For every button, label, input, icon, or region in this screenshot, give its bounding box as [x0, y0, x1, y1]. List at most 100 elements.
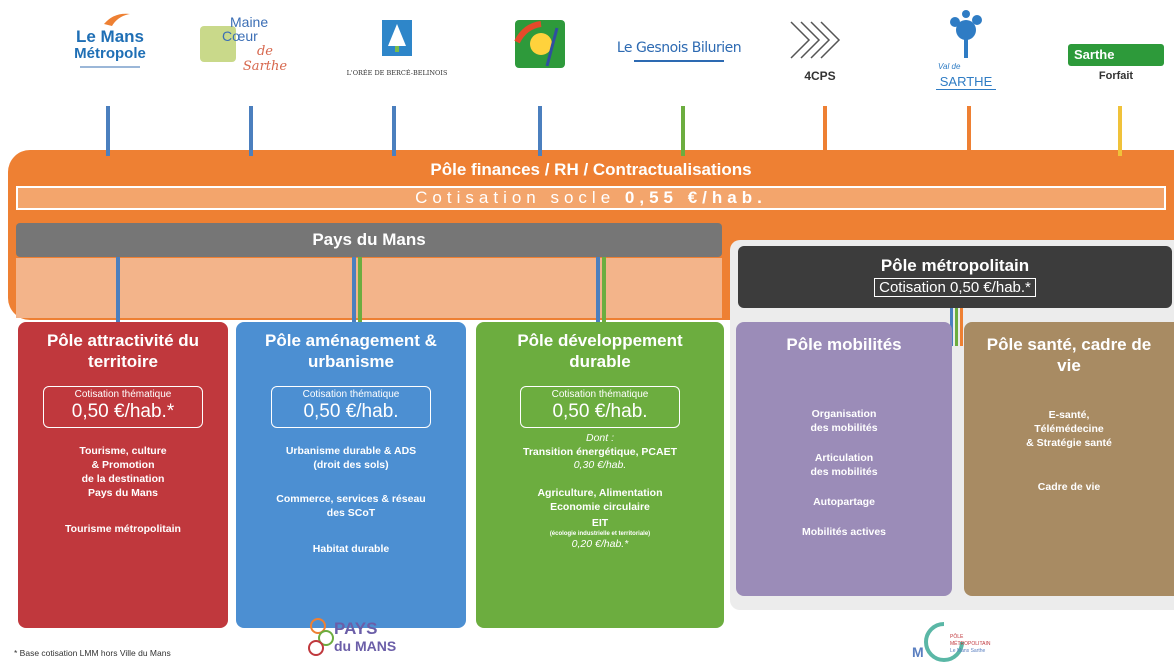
attractivite-items: Tourisme, culture & Promotion de la dest…	[18, 444, 228, 500]
mobilites-item-2a: Articulation	[814, 452, 874, 464]
attractivite-item-4: Pays du Mans	[87, 487, 159, 499]
chevrons-icon	[790, 21, 841, 59]
cotisation-socle-bar: Cotisation socle 0,55 €/hab.	[16, 186, 1166, 210]
sarthe-badge: Sarthe	[1068, 44, 1164, 66]
sarthe-text: SARTHE	[936, 74, 996, 90]
coeur-text: Cœur	[222, 28, 258, 44]
pm-logo-text-1: PÔLE	[950, 634, 964, 640]
developpement-item-2a: Agriculture, Alimentation	[537, 487, 663, 499]
pm-logo-text-3: Le Mans Sarthe	[950, 648, 986, 654]
amenagement-cotisation-box: Cotisation thématique 0,50 €/hab.	[271, 386, 431, 428]
developpement-cotisation-value: 0,50 €/hab.	[552, 401, 648, 422]
mobilites-item-1a: Organisation	[811, 408, 877, 420]
connector-4cps	[823, 106, 827, 156]
connector-pm-green	[955, 308, 958, 346]
pole-attractivite-title: Pôle attractivité du territoire	[46, 331, 200, 371]
footnote: * Base cotisation LMM hors Ville du Mans	[14, 648, 171, 658]
tree-icon	[382, 20, 412, 56]
metropole-text: Métropole	[74, 45, 146, 62]
developpement-item-3-sub: (écologie industrielle et territoriale)	[549, 531, 651, 537]
pays-logo-text: PAYS	[334, 619, 378, 638]
val-de-sarthe-logo: Val de SARTHE	[934, 10, 998, 90]
developpement-item-1-value: 0,30 €/hab.	[573, 459, 627, 471]
connector-le-mans	[106, 106, 110, 156]
le-mans-metropole-logo: Le Mans Métropole	[62, 10, 158, 68]
attractivite-cotisation-value: 0,50 €/hab.*	[71, 401, 175, 422]
cotisation-socle-label: Cotisation socle	[415, 188, 625, 207]
pole-metropolitain-title: Pôle métropolitain	[880, 256, 1030, 275]
gesnois-text: Le Gesnois Bilurien	[616, 40, 742, 56]
sante-item-1a: E-santé,	[1048, 409, 1090, 421]
finance-band-title: Pôle finances / RH / Contractualisations	[430, 160, 752, 179]
developpement-cotisation-box: Cotisation thématique 0,50 €/hab.	[520, 386, 680, 428]
developpement-item-3-value: 0,20 €/hab.*	[571, 538, 629, 550]
pole-developpement-card: Pôle développement durable Cotisation th…	[476, 322, 724, 628]
pm-logo-text-2: MÉTROPOLITAIN	[950, 641, 991, 647]
sante-item-1c: & Stratégie santé	[1026, 437, 1112, 449]
amenagement-item-2b: des SCoT	[326, 507, 376, 519]
connector-sarthe-forfait	[1118, 106, 1122, 156]
connector-gesnois	[681, 106, 685, 156]
cotisation-socle-value: 0,55 €/hab.	[624, 188, 767, 207]
splash-icon	[950, 10, 982, 58]
connector-amenagement-blue	[352, 257, 356, 323]
connector-pm-orange	[960, 308, 963, 346]
de-sarthe-text: de Sarthe	[242, 44, 288, 74]
connector-oree	[392, 106, 396, 156]
mobilites-item-1b: des mobilités	[810, 422, 878, 434]
connector-developpement-green	[602, 257, 606, 323]
connector-developpement-blue	[596, 257, 600, 323]
pm-swirl-icon	[924, 622, 964, 662]
pole-metropolitain-logo: M PÔLE MÉTROPOLITAIN Le Mans Sarthe	[904, 620, 1014, 664]
4cps-text: 4CPS	[804, 69, 836, 83]
connector-val-sarthe	[967, 106, 971, 156]
map-shape-icon	[200, 26, 236, 62]
developpement-item-1: Transition énergétique, PCAET	[522, 446, 678, 458]
bird-icon	[104, 13, 130, 26]
sante-item-2: Cadre de vie	[1037, 481, 1101, 493]
sante-item-1b: Télémédecine	[1034, 423, 1104, 435]
attractivite-cotisation-box: Cotisation thématique 0,50 €/hab.*	[43, 386, 203, 428]
pole-metropolitain-cotisation: Cotisation 0,50 €/hab.*	[874, 278, 1036, 297]
sarthe-forfait-logo: Sarthe Forfait	[1068, 44, 1164, 82]
green-emblem-icon	[514, 20, 565, 68]
attractivite-item-5: Tourisme métropolitain	[65, 523, 181, 535]
du-mans-logo-text: du MANS	[334, 638, 397, 654]
gesnois-underline	[634, 60, 724, 62]
amenagement-item-1a: Urbanisme durable & ADS	[285, 445, 417, 457]
amenagement-item-1b: (droit des sols)	[313, 459, 389, 471]
amenagement-item-2a: Commerce, services & réseau	[276, 493, 426, 505]
logo-underline	[80, 66, 140, 68]
attractivite-item-2: & Promotion	[91, 459, 155, 471]
pole-sante-title: Pôle santé, cadre de vie	[986, 335, 1152, 375]
pays-area	[16, 258, 722, 318]
pole-amenagement-card: Pôle aménagement & urbanisme Cotisation …	[236, 322, 466, 628]
developpement-item-2b: Economie circulaire	[550, 501, 650, 513]
maine-text: Maine	[230, 14, 269, 30]
flower-icon	[308, 618, 334, 656]
amenagement-cotisation-label: Cotisation thématique	[302, 389, 400, 400]
pole-developpement-title: Pôle développement durable	[517, 331, 683, 371]
4cps-logo: 4CPS	[780, 16, 860, 83]
connector-maine-coeur	[249, 106, 253, 156]
oree-text: L'ORÉE DE BERCÉ-BELINOIS	[346, 69, 448, 77]
connector-green-logo	[538, 106, 542, 156]
val-de-text: Val de	[938, 62, 961, 71]
pays-du-mans-logo: PAYS du MANS	[306, 616, 416, 664]
gesnois-bilurien-logo: Le Gesnois Bilurien	[612, 40, 746, 62]
green-logo	[510, 18, 570, 75]
attractivite-item-3: de la destination	[81, 473, 165, 485]
attractivite-item-1: Tourisme, culture	[79, 445, 167, 457]
mobilites-item-2b: des mobilités	[810, 466, 878, 478]
pole-sante-card: Pôle santé, cadre de vie E-santé, Télémé…	[964, 322, 1174, 596]
amenagement-item-3: Habitat durable	[312, 543, 390, 555]
pole-mobilites-card: Pôle mobilités Organisation des mobilité…	[736, 322, 952, 596]
le-mans-text: Le Mans	[75, 27, 145, 46]
pole-metropolitain-box: Pôle métropolitain Cotisation 0,50 €/hab…	[738, 246, 1172, 308]
connector-amenagement-green	[358, 257, 362, 323]
developpement-dont: Dont :	[585, 432, 614, 444]
mobilites-item-3: Autopartage	[813, 496, 875, 508]
developpement-item-3: EIT	[591, 517, 609, 529]
pole-amenagement-title: Pôle aménagement & urbanisme	[265, 331, 437, 371]
amenagement-cotisation-value: 0,50 €/hab.	[303, 401, 399, 422]
